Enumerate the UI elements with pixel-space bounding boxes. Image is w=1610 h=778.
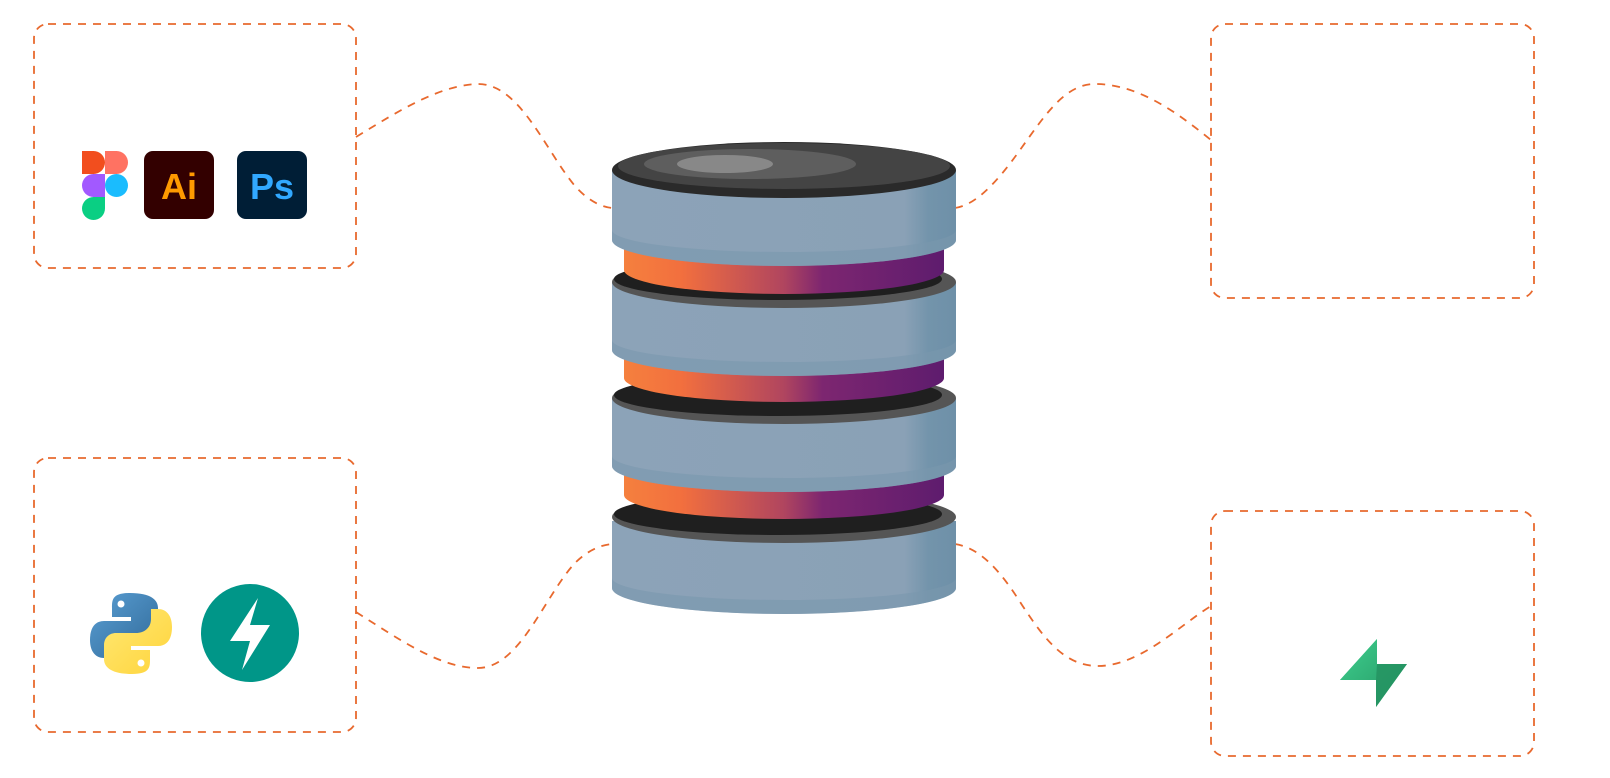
- panel-empty: [1210, 23, 1535, 299]
- illustrator-label: Ai: [161, 166, 197, 207]
- figma-icon: [82, 151, 128, 221]
- adobe-illustrator-icon: Ai: [144, 151, 214, 219]
- database-disk-1: [612, 142, 956, 266]
- connector-top-left: [355, 83, 615, 209]
- connector-bottom-left: [355, 543, 615, 669]
- panel-design-tools: [33, 23, 357, 269]
- supabase-icon: [1340, 639, 1407, 707]
- connector-bottom-right: [954, 543, 1212, 667]
- panel-database-service: [1210, 510, 1535, 757]
- connector-top-right: [954, 83, 1212, 209]
- photoshop-label: Ps: [250, 166, 294, 207]
- database-stack-icon: [612, 142, 956, 614]
- python-icon: [90, 593, 172, 674]
- adobe-photoshop-icon: Ps: [237, 151, 307, 219]
- panel-backend-tools: [33, 457, 357, 733]
- fastapi-icon: [201, 584, 299, 682]
